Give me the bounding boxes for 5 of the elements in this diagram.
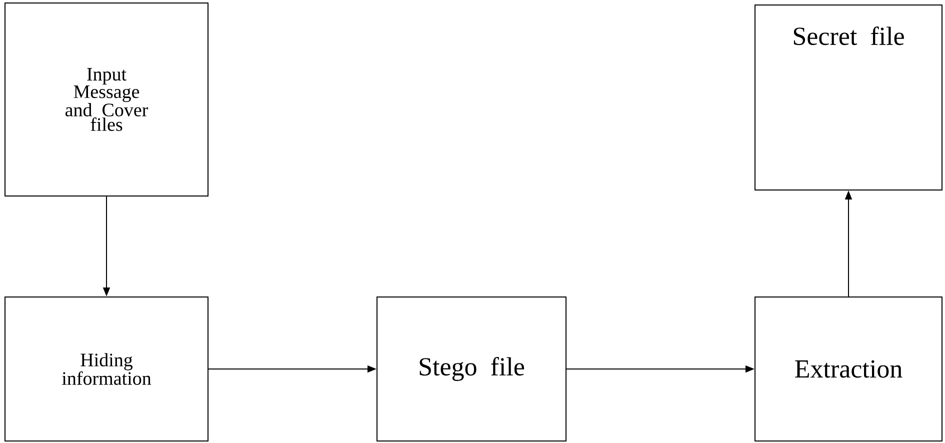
process-box: Stego file — [376, 296, 566, 442]
process-box: Extraction — [754, 296, 942, 442]
process-box: Hiding information — [4, 296, 208, 442]
process-box: Input Message and Cover files — [4, 2, 208, 196]
process-box: Secret file — [754, 4, 942, 190]
